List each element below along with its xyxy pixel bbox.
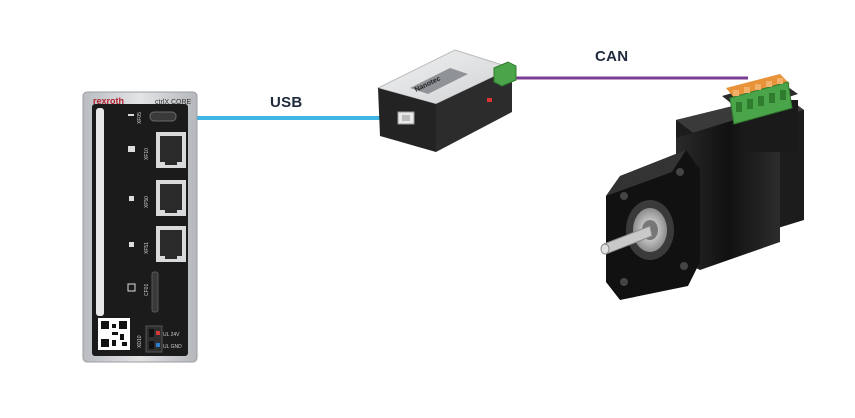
controller-device	[82, 91, 198, 363]
power-label-gnd: UL GND	[163, 344, 182, 350]
usb-c-port	[149, 111, 177, 122]
port-label-xf05: XF05	[137, 112, 143, 124]
port-label-xf50: XF50	[144, 196, 150, 208]
sd-card-slot	[151, 271, 159, 313]
qr-code	[98, 318, 130, 350]
controller-brand: rexroth	[93, 96, 124, 106]
port-label-cf01: CF01	[144, 284, 150, 296]
usb-cable	[172, 112, 405, 120]
usb-connection-label: USB	[270, 94, 303, 111]
port-label-xf10: XF10	[144, 148, 150, 160]
stepper-motor	[600, 74, 804, 300]
port-label-xf51: XF51	[144, 242, 150, 254]
ethernet-port-xf50	[156, 180, 186, 216]
ethernet-port-xf51	[156, 226, 186, 262]
ethernet-port-xf10	[156, 132, 186, 168]
power-label-24v: UL 24V	[163, 332, 180, 338]
power-terminal	[145, 325, 163, 353]
adapter-can-connector	[493, 61, 517, 87]
motor-can-terminal	[726, 74, 793, 125]
power-label-xd10: XD10	[137, 335, 143, 348]
controller-model: ctrlX CORE	[155, 99, 192, 106]
usb-can-adapter	[376, 49, 517, 152]
port-icons	[127, 114, 136, 292]
status-led	[487, 98, 492, 102]
can-connection-label: CAN	[595, 48, 629, 65]
